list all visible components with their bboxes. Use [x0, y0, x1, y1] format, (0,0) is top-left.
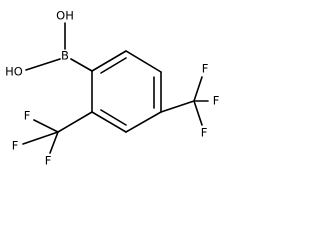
- fluorine-label-left-bottom: F: [45, 154, 52, 168]
- ring-bond-5: [91, 111, 127, 133]
- bond-boron-ring: [70, 58, 93, 72]
- ring-bond-4: [125, 111, 162, 133]
- chemical-structure: OH HO B F F F F F F: [5, 9, 220, 168]
- fluorine-label-left-mid: F: [12, 139, 19, 153]
- boron-label: B: [61, 49, 69, 63]
- bond-left-cf3-f-bottom: [49, 131, 59, 154]
- fluorine-label-right-mid: F: [213, 94, 220, 108]
- bond-left-cf3-f-mid: [22, 131, 59, 145]
- fluorine-label-left-top: F: [24, 109, 31, 123]
- bond-ring-right-cf3: [160, 100, 195, 113]
- hydroxyl-label-bottom: HO: [5, 65, 23, 79]
- ring-double-bond-bottom: [100, 109, 127, 126]
- bond-left-cf3-f-top: [33, 119, 59, 133]
- hydroxyl-label-top: OH: [56, 9, 74, 23]
- bond-ring-left-cf3: [57, 111, 93, 133]
- bond-boron-hydroxyl-bottom: [25, 58, 61, 71]
- ring-bond-1: [91, 50, 127, 72]
- ring-bond-2: [125, 50, 162, 73]
- ring-double-bond-top: [100, 57, 127, 74]
- fluorine-label-right-top: F: [202, 62, 209, 76]
- bond-right-cf3-f-bottom: [193, 100, 203, 126]
- bond-right-cf3-f-top: [193, 76, 203, 102]
- fluorine-label-right-bottom: F: [201, 126, 208, 140]
